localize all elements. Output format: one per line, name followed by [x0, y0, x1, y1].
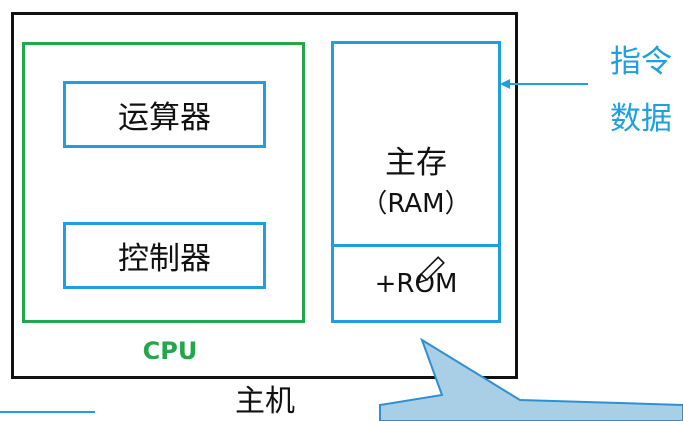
- ram-label: （RAM）: [361, 189, 471, 219]
- memory-divider: [331, 244, 501, 247]
- rom-label: +ROM: [374, 269, 458, 299]
- alu-label: 运算器: [118, 100, 211, 136]
- main-memory-label: 主存: [385, 145, 447, 181]
- main-memory-box: [331, 41, 501, 323]
- instruction-label: 指令: [610, 44, 672, 80]
- cpu-box: [22, 42, 305, 323]
- host-label: 主机: [235, 384, 295, 419]
- control-unit-label: 控制器: [118, 241, 211, 277]
- host-box: [11, 12, 518, 379]
- control-unit-box: 控制器: [63, 222, 266, 289]
- alu-box: 运算器: [63, 81, 266, 148]
- data-label: 数据: [610, 101, 672, 137]
- cpu-label: CPU: [142, 337, 198, 365]
